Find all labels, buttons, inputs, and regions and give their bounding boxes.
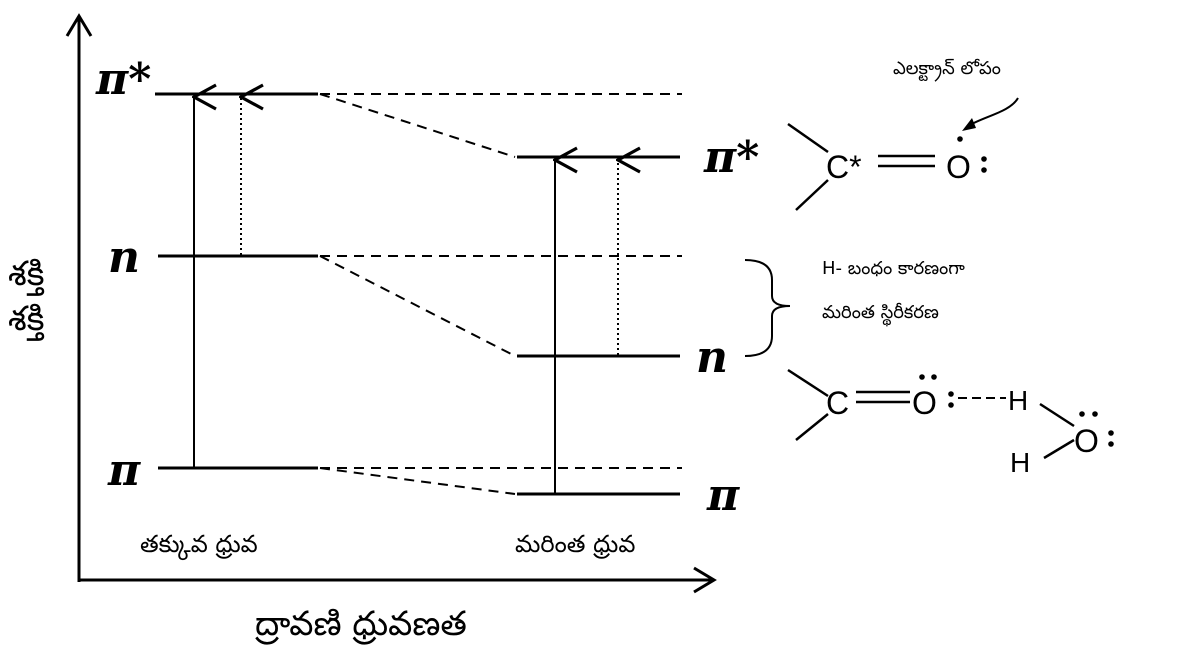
label-right-pi-star: π* <box>703 132 759 183</box>
solvent-label-less-polar: తక్కువ ధ్రువ <box>140 530 258 561</box>
annotation-h-bond-line2: మరింత స్థిరీకరణ <box>822 302 939 327</box>
bottom-oxygen: O <box>912 385 937 421</box>
brace <box>744 259 791 357</box>
label-right-pi: π <box>706 470 740 521</box>
carbonyl-hbond-structure: C O H O H <box>787 368 1114 478</box>
y-axis-label-line2: శక్తి <box>8 299 45 341</box>
curved-arrow <box>967 97 1019 127</box>
y-axis-arrowhead <box>65 13 93 37</box>
water-h1: H <box>1008 385 1028 416</box>
bottom-carbon: C <box>826 385 849 421</box>
x-axis-label: ద్రావణి ధ్రువణత <box>255 604 467 645</box>
dash-n-connector <box>319 255 516 357</box>
dash-pi-star-connector <box>319 93 516 158</box>
label-left-pi-star: π* <box>95 54 151 105</box>
annotation-electron-deficiency: ఎలక్ట్రాన్ లోపం <box>893 58 1001 82</box>
water-oxygen: O <box>1074 423 1099 459</box>
top-oxygen: O <box>946 149 971 185</box>
annotation-h-bond-line1: H- బంధం కారణంగా <box>822 258 965 279</box>
label-right-n: n <box>696 332 728 383</box>
solvent-label-more-polar: మరింత ధ్రువ <box>515 530 635 559</box>
label-left-pi: π <box>107 445 141 496</box>
curved-arrow-head <box>962 118 976 131</box>
top-carbon: C* <box>826 149 862 185</box>
dash-pi-connector <box>319 467 516 495</box>
y-axis-label-line1: శక్తి <box>8 254 45 296</box>
carbonyl-excited-structure: C* O <box>787 122 987 211</box>
label-left-n: n <box>108 232 140 283</box>
x-axis-arrowhead <box>693 566 717 594</box>
water-h2: H <box>1010 447 1030 478</box>
